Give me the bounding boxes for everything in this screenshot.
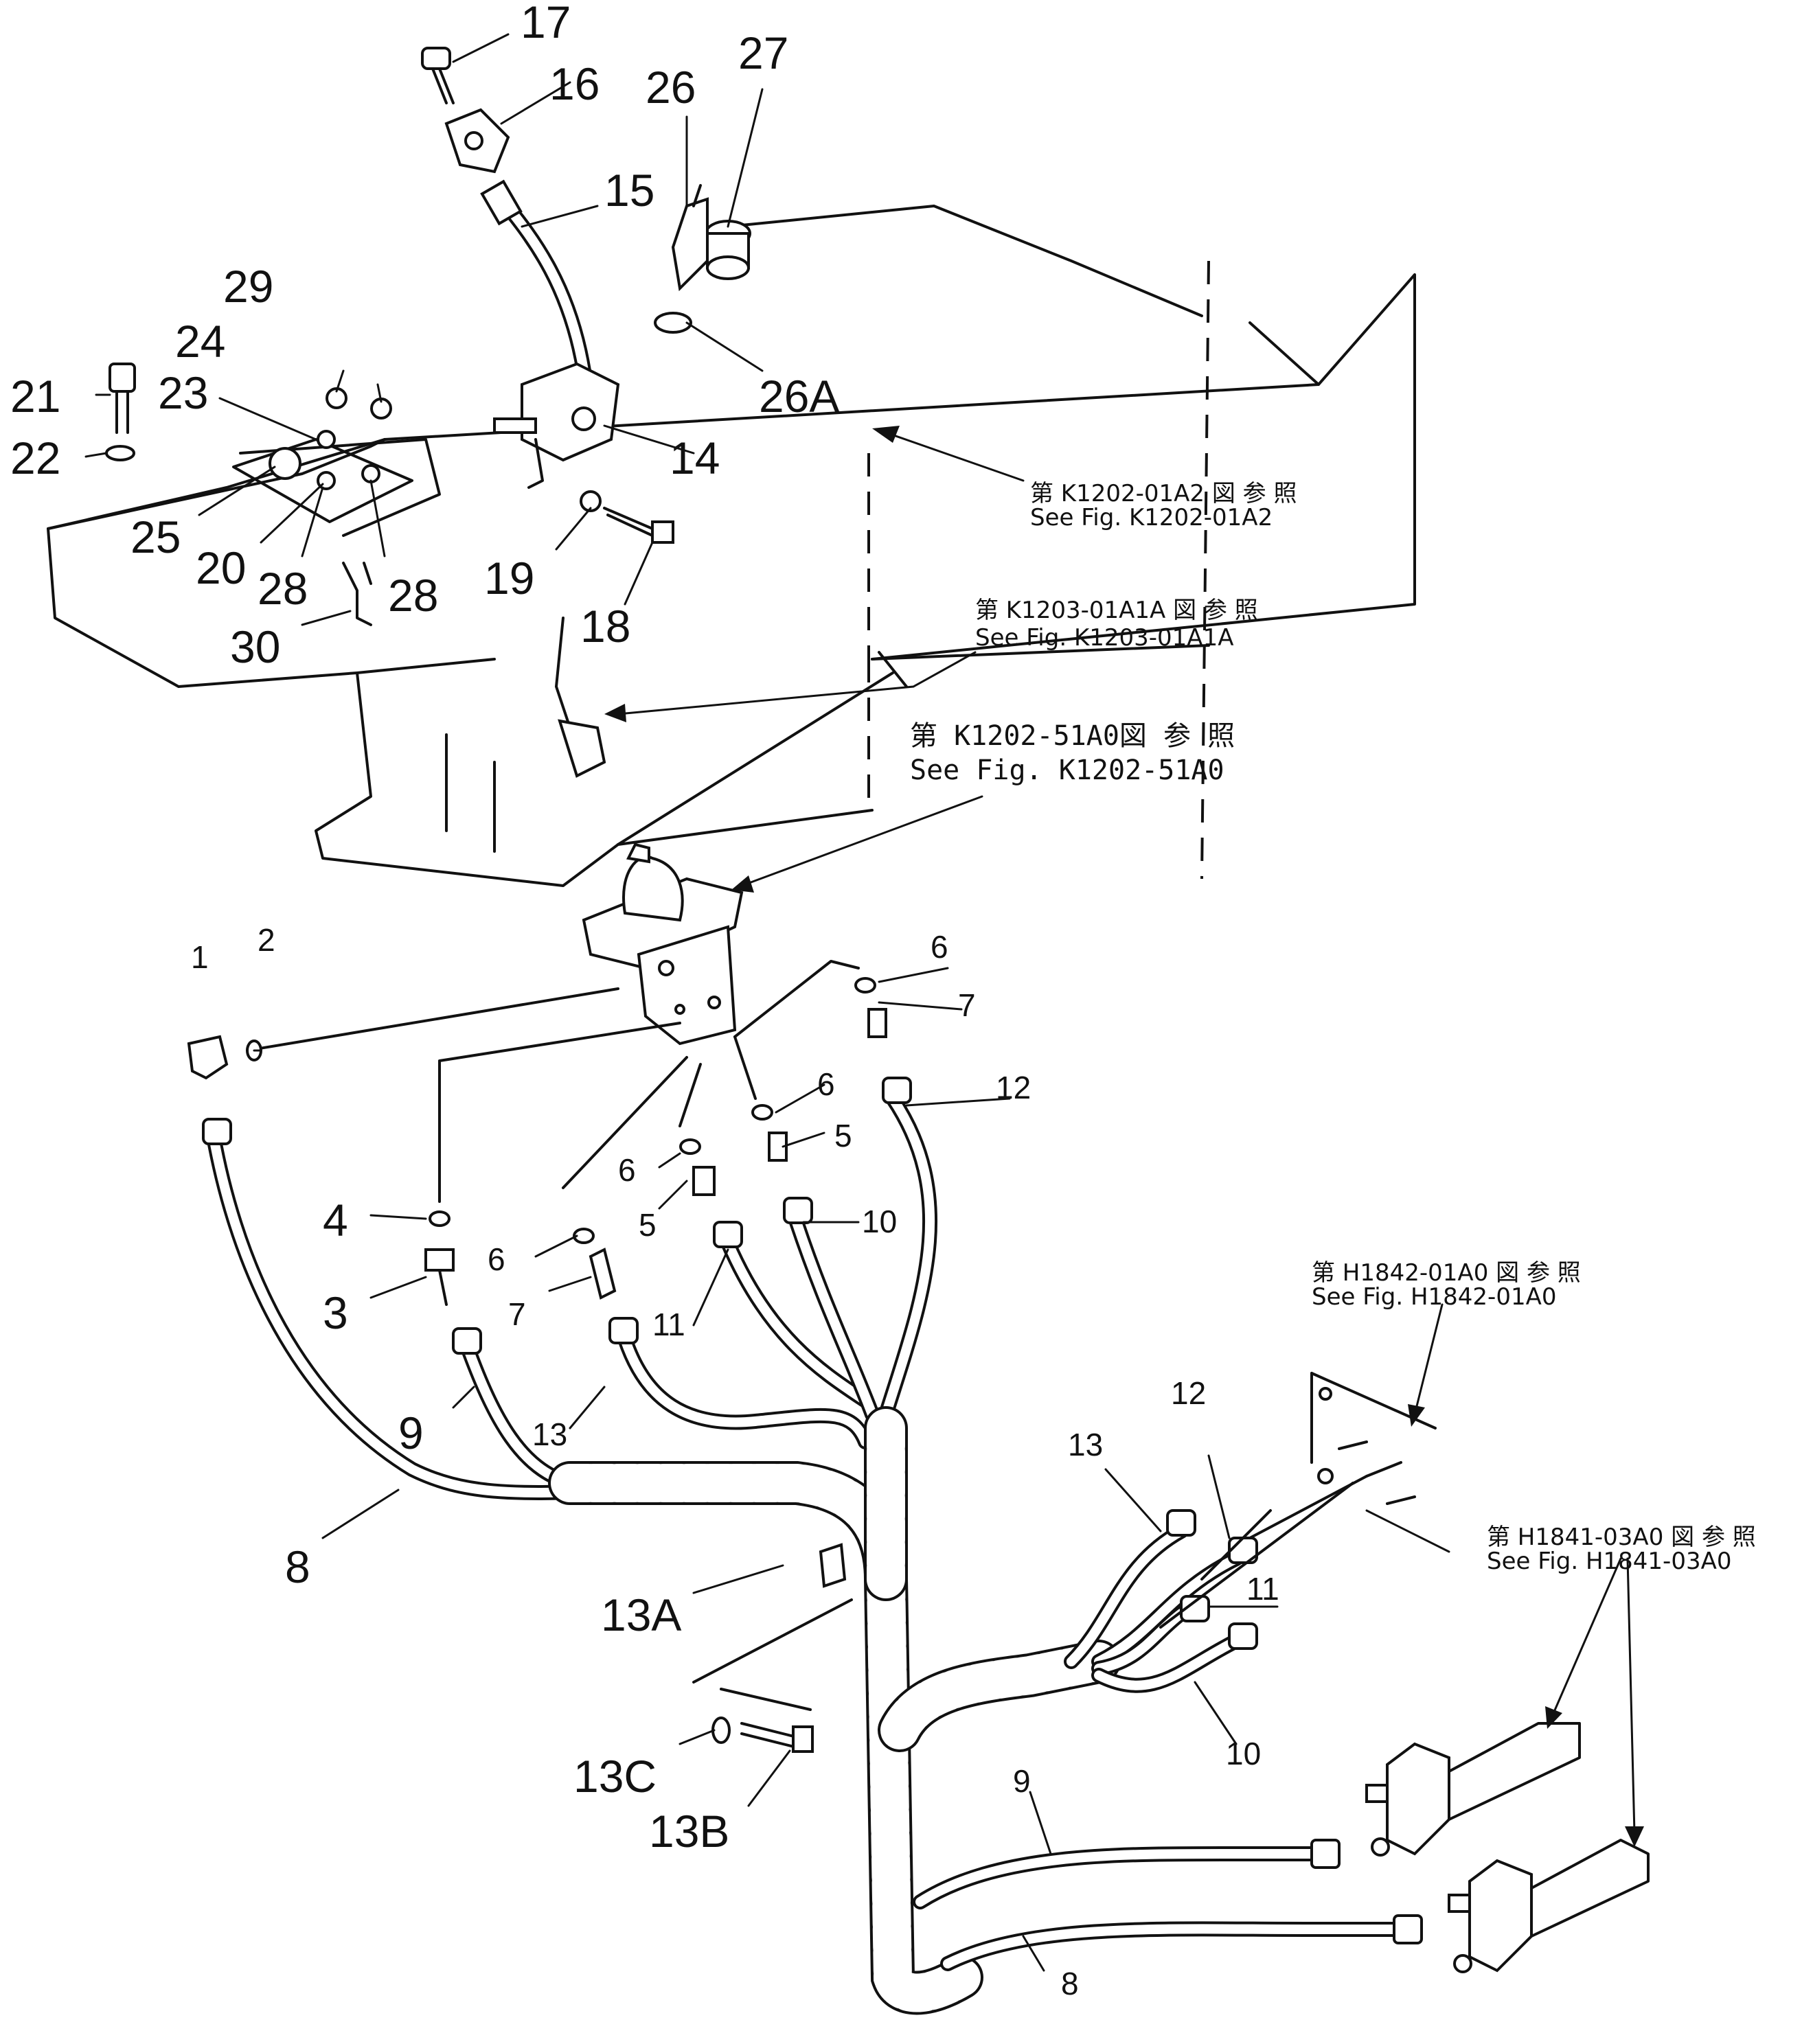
ref-4-en: See Fig. H1842-01A0 (1312, 1283, 1556, 1311)
callout-3: 3 (323, 1287, 348, 1338)
ref-2-en: See Fig. K1203-01A1A (975, 624, 1233, 652)
hose-end-nuts (202, 1077, 1423, 1944)
callout-leaders (84, 33, 1279, 1972)
callout-26A: 26A (759, 371, 839, 422)
control-valve-upper (1365, 1722, 1581, 1857)
hoses-right-branch (913, 1524, 1409, 1971)
valve-14 (493, 362, 620, 489)
breather-26 (671, 184, 709, 292)
callout-18: 18 (580, 601, 630, 652)
callout-8b: 8 (1061, 1966, 1079, 2001)
callout-15: 15 (604, 165, 654, 216)
callout-7b: 7 (508, 1296, 526, 1332)
ref-5-en: See Fig. H1841-03A0 (1487, 1548, 1731, 1575)
pedal-link (555, 617, 606, 778)
hose-bundle-wrap (548, 1406, 1121, 2015)
callout-25: 25 (130, 512, 181, 562)
ref-3-en: See Fig. K1202-51A0 (910, 755, 1224, 786)
ref-2-jp: 第 K1203-01A1A 図 参 照 (975, 597, 1258, 624)
callout-23: 23 (158, 367, 208, 418)
callout-6d: 6 (488, 1241, 505, 1277)
callout-2: 2 (258, 922, 275, 958)
callout-26: 26 (646, 62, 696, 113)
callout-14: 14 (670, 433, 720, 483)
callout-10a: 10 (862, 1204, 897, 1239)
ref-3-jp: 第 K1202-51A0図 参 照 (910, 720, 1235, 752)
callout-13C: 13C (573, 1751, 657, 1802)
callout-28b: 28 (388, 570, 438, 621)
ref-1-en: See Fig. K1202-01A2 (1030, 504, 1273, 531)
ref-4-jp: 第 H1842-01A0 図 参 照 (1312, 1259, 1581, 1287)
bolt-21 (109, 363, 136, 434)
callout-4: 4 (323, 1195, 348, 1245)
bolt-18 (580, 490, 674, 544)
callout-5b: 5 (639, 1207, 657, 1243)
callout-22: 22 (10, 433, 60, 483)
washer-26A (654, 312, 692, 334)
callout-24: 24 (175, 316, 225, 367)
callout-12b: 12 (1171, 1375, 1206, 1411)
callout-20: 20 (196, 542, 246, 593)
callout-19: 19 (484, 553, 534, 604)
callout-13a: 13 (532, 1416, 567, 1452)
hose-11 (720, 1235, 873, 1408)
callout-28a: 28 (258, 563, 308, 614)
callout-13B: 13B (649, 1806, 729, 1857)
callout-13b: 13 (1068, 1427, 1103, 1462)
valve-bracket (1159, 1372, 1437, 1629)
ref-1-jp: 第 K1202-01A2 図 参 照 (1030, 480, 1297, 507)
callout-7a: 7 (958, 987, 976, 1023)
cap-27 (705, 220, 751, 280)
callout-9b: 9 (1013, 1763, 1031, 1799)
reference-arrows (604, 426, 1644, 1847)
callout-11a: 11 (652, 1307, 685, 1342)
hose-10 (789, 1215, 880, 1422)
bolt-17 (421, 47, 455, 104)
callout-16: 16 (549, 58, 600, 109)
washer-22 (105, 445, 135, 461)
hose-9 (459, 1338, 578, 1491)
callout-27: 27 (738, 27, 788, 78)
callout-6a: 6 (931, 929, 948, 965)
callout-17: 17 (521, 0, 571, 47)
callout-29: 29 (223, 261, 273, 312)
callout-5a: 5 (834, 1118, 852, 1153)
fittings-ports (187, 977, 887, 1306)
callout-labels: 17 16 26 27 15 29 24 23 21 22 26A 14 25 … (10, 0, 1279, 2001)
small-parts-23-25-28-29 (269, 387, 392, 490)
port-leader-lines (246, 960, 860, 1203)
bracket-13A (692, 1543, 853, 1711)
ppc-valve (582, 842, 744, 1046)
control-valve-lower (1448, 1839, 1650, 1973)
callout-12a: 12 (996, 1070, 1031, 1105)
callout-13A: 13A (601, 1589, 681, 1640)
callout-1: 1 (191, 939, 209, 975)
wire-30 (342, 562, 372, 626)
bolt-13B (711, 1716, 814, 1753)
callout-10b: 10 (1226, 1736, 1261, 1771)
callout-6c: 6 (618, 1152, 636, 1188)
pilot-hose-15 (480, 179, 591, 378)
hose-12 (878, 1091, 938, 1422)
callout-9a: 9 (398, 1408, 424, 1458)
callout-30: 30 (230, 621, 280, 672)
figure-references: 第 K1202-01A2 図 参 照 See Fig. K1202-01A2 第… (910, 480, 1756, 1575)
clamp-16 (444, 108, 510, 174)
callout-21: 21 (10, 371, 60, 422)
ref-5-jp: 第 H1841-03A0 図 参 照 (1487, 1524, 1756, 1551)
callout-8a: 8 (285, 1541, 310, 1592)
callout-6b: 6 (817, 1066, 835, 1102)
hose-13 (617, 1331, 873, 1449)
callout-11b: 11 (1246, 1571, 1279, 1607)
